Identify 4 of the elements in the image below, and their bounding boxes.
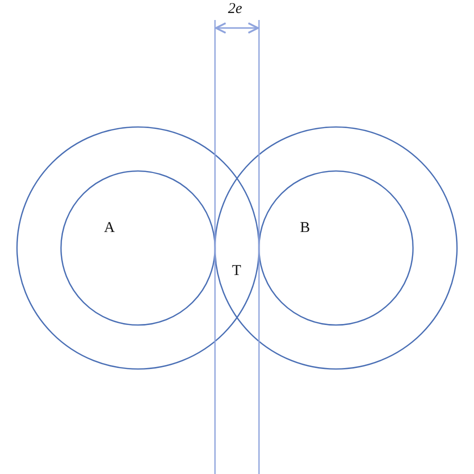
region-label: B	[300, 221, 310, 236]
dimension-label: 2e	[228, 2, 242, 17]
region-label: T	[232, 264, 242, 279]
region-label: A	[104, 221, 115, 236]
